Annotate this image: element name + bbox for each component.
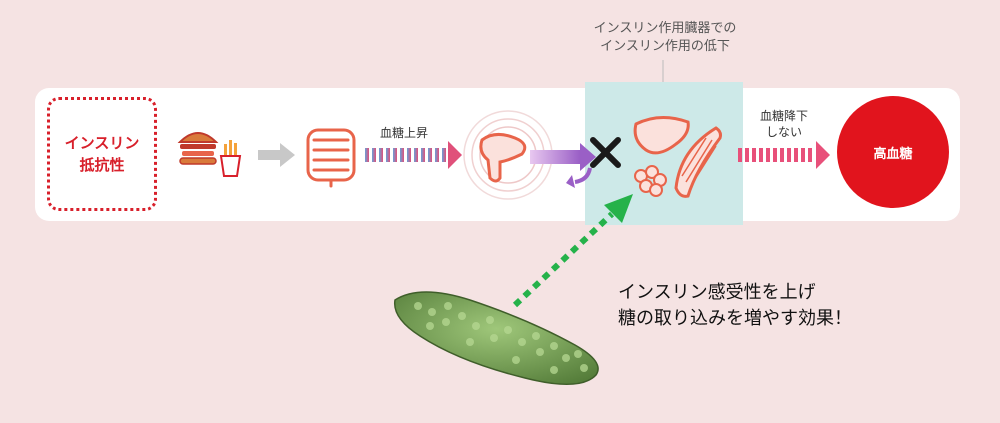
callout-line-2: インスリン作用の低下: [600, 39, 730, 54]
effect-arrow: [512, 194, 633, 308]
high-blood-sugar-circle: 高血糖: [837, 96, 949, 208]
high-blood-sugar-label: 高血糖: [873, 146, 913, 162]
no-drop-line-1: 血糖降下: [759, 109, 808, 123]
callout-line-1: インスリン作用臓器での: [593, 21, 737, 36]
cross-icon: [590, 137, 621, 168]
effect-text: インスリン感受性を上げ 糖の取り込みを増やす効果！: [618, 280, 852, 332]
blood-sugar-rise-label: 血糖上昇: [380, 126, 429, 140]
liver-icon: [633, 116, 690, 155]
bitter-melon-image: [393, 291, 599, 386]
target-organ-highlight: [585, 82, 743, 225]
organ-callout: インスリン作用臓器での インスリン作用の低下: [560, 20, 770, 56]
blocked-arrow: [530, 143, 596, 188]
insulin-resistance-box: インスリン 抵抗性: [47, 97, 157, 211]
no-drop-label: 血糖降下 しない: [744, 108, 824, 140]
gray-arrow: [258, 143, 295, 167]
effect-line-2: 糖の取り込みを増やす効果！: [618, 308, 852, 329]
effect-line-1: インスリン感受性を上げ: [618, 282, 816, 303]
no-drop-arrow: [738, 141, 830, 169]
resistance-line-2: 抵抗性: [79, 156, 125, 174]
burger-icon: [177, 132, 219, 165]
intestine-icon: [306, 128, 356, 188]
resistance-line-1: インスリン: [64, 134, 140, 152]
no-drop-line-2: しない: [765, 125, 802, 139]
rise-arrow: [365, 141, 462, 169]
fat-cell-icon: [634, 165, 667, 197]
muscle-icon: [674, 126, 722, 198]
fries-icon: [219, 140, 242, 177]
